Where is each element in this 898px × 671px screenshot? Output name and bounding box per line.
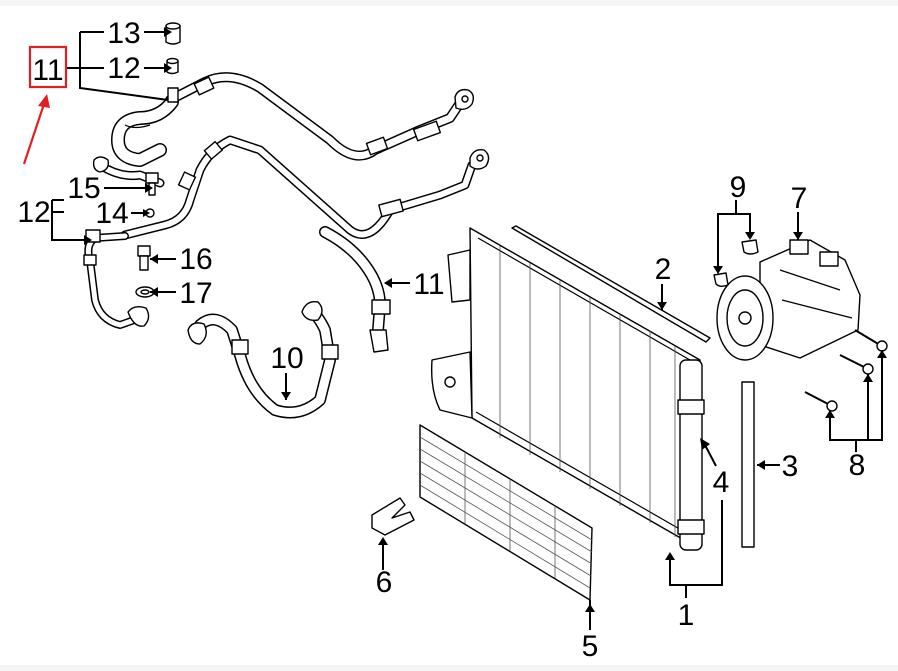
callout-7: 7 (791, 182, 808, 215)
lower-hose-line[interactable] (92, 156, 165, 188)
bracket-part-6[interactable] (371, 497, 415, 536)
callout-15: 14 (95, 197, 128, 230)
upper-suction-hose[interactable] (165, 72, 475, 161)
liquid-line-left[interactable] (83, 229, 150, 329)
callout-10: 10 (270, 342, 303, 375)
condenser-part-1[interactable] (430, 227, 701, 549)
callout-12: 12 (17, 196, 50, 229)
grille-slats (419, 436, 593, 589)
highlight-arrow-line (22, 103, 46, 165)
callout-18: 17 (179, 277, 212, 310)
callout-11-highlighted: 11 (32, 54, 63, 87)
seal-strip-part-2[interactable] (511, 225, 711, 343)
hose-part-11-lower[interactable] (319, 226, 391, 353)
condenser-fins (499, 246, 676, 537)
highlight-box (28, 45, 68, 89)
seal-strip-part-3[interactable] (741, 381, 755, 548)
callout-5: 5 (582, 630, 599, 663)
caps-part-9[interactable] (713, 239, 759, 287)
seal-part-18[interactable] (135, 286, 155, 298)
callout-6: 6 (376, 566, 393, 599)
callout-16: 15 (67, 172, 100, 205)
cap-part-13[interactable] (166, 57, 179, 75)
leader-lines (51, 31, 883, 630)
callout-14: 13 (107, 17, 140, 50)
switch-part-17[interactable] (137, 245, 151, 271)
hose-part-10[interactable] (187, 301, 339, 419)
pressure-line[interactable] (120, 135, 490, 240)
callout-13: 12 (107, 52, 140, 85)
callout-3: 3 (782, 450, 799, 483)
highlight-annotation (22, 45, 68, 165)
highlight-arrow-head (38, 94, 50, 108)
callout-1: 1 (678, 599, 695, 632)
arrowheads (84, 27, 887, 612)
receiver-drier-part-4[interactable] (677, 359, 705, 551)
callout-labels: 11 13 12 15 12 14 16 17 10 11 2 9 7 3 4 … (17, 17, 865, 663)
callout-2: 2 (655, 253, 672, 286)
callout-4: 4 (713, 466, 730, 499)
suction-hose-bend[interactable] (111, 87, 179, 167)
bolts-part-8[interactable] (804, 329, 888, 412)
callout-17: 16 (179, 243, 212, 276)
callout-11-lower-hose: 11 (413, 268, 444, 301)
callout-9: 9 (730, 171, 747, 204)
compressor-part-7[interactable] (716, 239, 861, 361)
callout-8: 8 (849, 449, 866, 482)
